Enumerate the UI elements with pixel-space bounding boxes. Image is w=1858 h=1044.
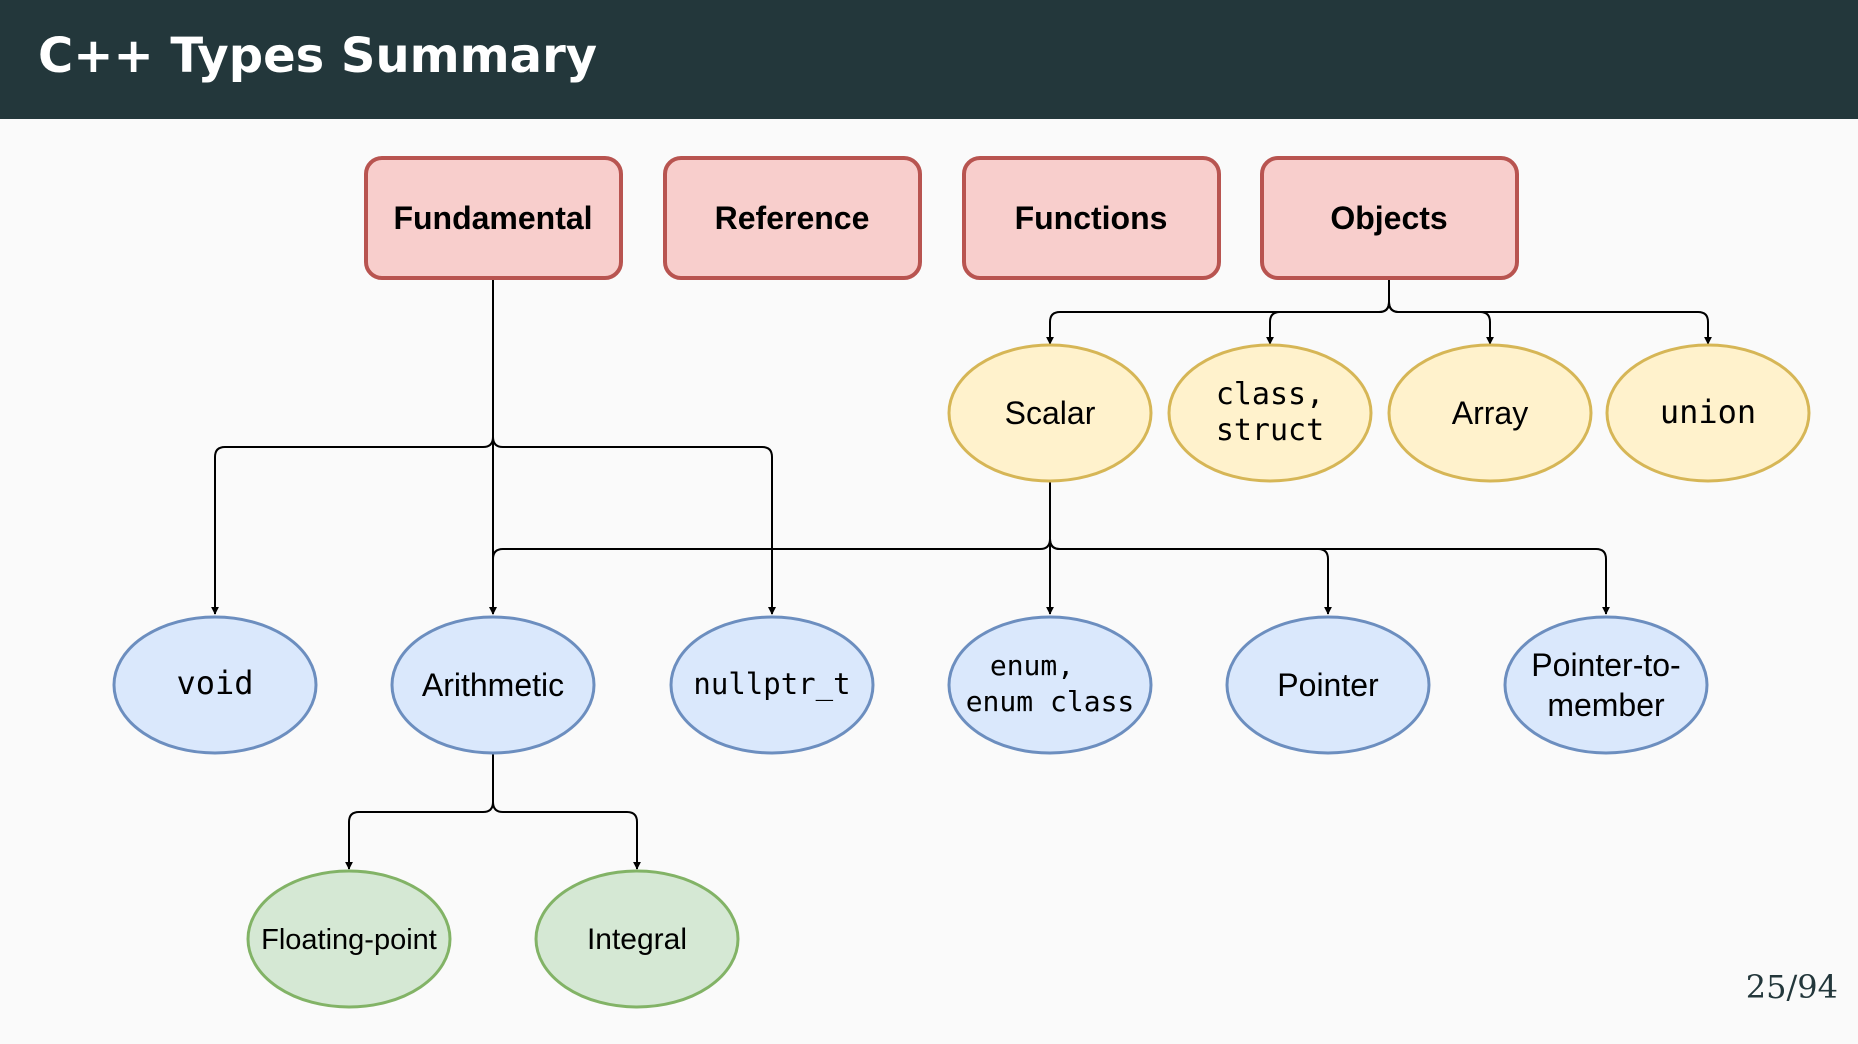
class-struct-label-line1: class, [1216,377,1324,412]
edge-arith-float [345,753,494,870]
pointer-node [1225,615,1431,755]
arithmetic-node [390,615,596,755]
slide-title: C++ Types Summary [38,28,598,84]
enum-label-line2: enum class [966,685,1135,718]
edge-objects-class [1266,301,1390,345]
title-bar: C++ Types Summary [0,0,1858,119]
functions-node [962,156,1221,280]
edge-objects-array [1388,301,1494,345]
nullptr-label: nullptr_t [693,667,850,702]
object-nodes: Scalar class, struct Array union [947,343,1811,483]
page-number: 25/94 [1745,968,1838,1006]
fundamental-label: Fundamental [393,200,592,236]
scalar-label: Scalar [1005,395,1096,431]
union-label: union [1660,393,1756,431]
connectors [211,279,1712,870]
category-nodes: Fundamental Reference Functions Objects [364,156,1519,280]
pointer-to-member-label-line1: Pointer-to- [1531,647,1680,683]
class-struct-node [1167,343,1373,483]
pointer-to-member-node [1503,615,1709,755]
edge-fundamental-nullptr [492,436,776,615]
floating-point-label: Floating-point [261,924,437,956]
edge-arith-integral [492,801,641,870]
class-struct-label-line2: struct [1216,413,1324,448]
fundamental-node [364,156,623,280]
scalar-node [947,343,1153,483]
array-label: Array [1452,395,1528,431]
union-node [1605,343,1811,483]
nullptr-node [669,615,875,755]
reference-label: Reference [715,200,870,236]
enum-node [947,615,1153,755]
void-node [112,615,318,755]
array-node [1387,343,1593,483]
enum-label-line1: enum, [990,649,1074,682]
floating-point-node [246,869,452,1009]
edge-fundamental-void [211,436,494,615]
integral-node [534,869,740,1009]
reference-node [663,156,922,280]
edge-scalar-ptrmember [1049,538,1610,615]
arithmetic-kind-nodes: Floating-point Integral [246,869,740,1009]
objects-label: Objects [1330,200,1447,236]
pointer-to-member-label-line2: member [1547,687,1665,723]
integral-label: Integral [587,923,687,956]
edge-scalar-arithmetic [489,538,1051,615]
arithmetic-label: Arithmetic [422,667,564,703]
functions-label: Functions [1015,200,1168,236]
pointer-label: Pointer [1277,667,1379,703]
edge-scalar-pointer [1049,538,1332,615]
edge-objects-union [1388,301,1712,345]
scalar-kind-nodes: void Arithmetic nullptr_t enum, enum cla… [112,615,1709,755]
void-label: void [176,664,253,702]
objects-node [1260,156,1519,280]
